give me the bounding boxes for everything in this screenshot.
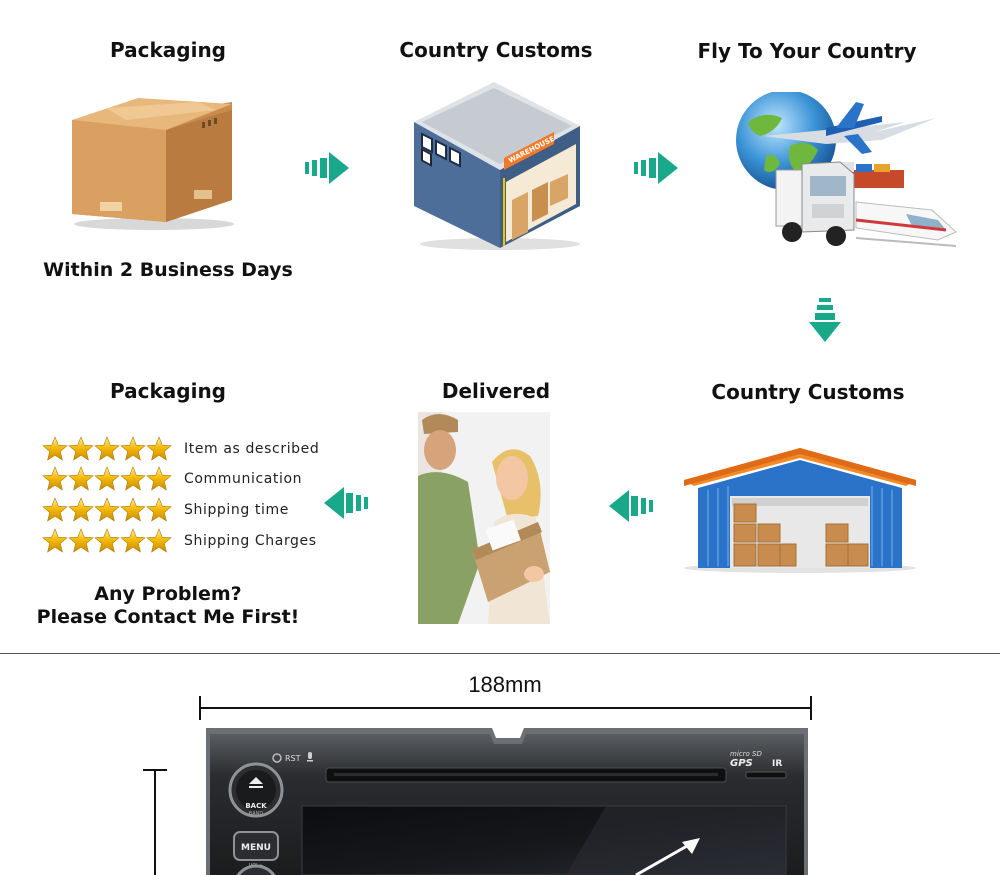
star-icon — [42, 466, 68, 491]
rating-label: Shipping Charges — [184, 533, 317, 549]
rating-label: Shipping time — [184, 502, 289, 518]
step-title-customs-origin: Country Customs — [399, 38, 593, 62]
menu-button-label: MENU — [241, 843, 271, 853]
contact-note-line2: Please Contact Me First! — [36, 606, 300, 628]
star-icon — [42, 528, 68, 553]
step-title-packaging: Packaging — [110, 38, 226, 62]
flow-arrow-down-icon — [809, 298, 841, 342]
back-button-label: BACK — [245, 802, 267, 810]
five-star-rating-icon — [42, 466, 174, 492]
rating-row: Shipping Charges — [42, 528, 317, 554]
star-icon — [68, 497, 94, 522]
section-divider — [0, 653, 1000, 654]
flow-arrow-right-icon — [305, 152, 349, 184]
star-icon — [94, 528, 120, 553]
microsd-slot-label: micro SD — [730, 750, 762, 758]
width-dimension-label: 188mm — [468, 672, 542, 697]
star-icon — [94, 436, 120, 461]
contact-note-line1: Any Problem? — [94, 583, 242, 605]
blue-warehouse-icon — [684, 448, 916, 573]
global-transport-icon — [736, 92, 957, 247]
star-icon — [42, 497, 68, 522]
courier-delivery-photo — [418, 412, 550, 624]
band-button-label: BAND — [249, 811, 264, 817]
five-star-rating-icon — [42, 436, 174, 462]
ir-sensor-label: IR — [772, 759, 782, 769]
cardboard-box-icon — [72, 98, 234, 230]
reset-button-label: RST — [285, 754, 301, 763]
star-icon — [146, 436, 172, 461]
step-title-feedback: Packaging — [110, 379, 226, 403]
star-icon — [94, 466, 120, 491]
rating-row: Item as described — [42, 436, 319, 462]
flow-arrow-right-icon — [634, 152, 678, 184]
five-star-rating-icon — [42, 528, 174, 554]
star-icon — [68, 528, 94, 553]
star-icon — [120, 528, 146, 553]
five-star-rating-icon — [42, 497, 174, 523]
star-icon — [120, 497, 146, 522]
rating-row: Communication — [42, 466, 302, 492]
warehouse-building-icon: WAREHOUSE — [414, 82, 580, 250]
star-icon — [120, 466, 146, 491]
star-icon — [42, 436, 68, 461]
flow-arrow-left-icon — [324, 487, 368, 519]
car-stereo-unit: RST micro SD GPS IR BACK BAND MENU VOL+ — [206, 728, 808, 875]
flow-arrow-left-icon — [609, 490, 653, 522]
step-title-delivered: Delivered — [441, 379, 551, 403]
step-title-customs-destination: Country Customs — [711, 380, 905, 404]
star-icon — [146, 466, 172, 491]
packaging-time-note: Within 2 Business Days — [43, 259, 293, 281]
height-dimension-line — [143, 769, 167, 875]
rating-label: Communication — [184, 471, 303, 487]
width-dimension-line — [199, 696, 812, 720]
gps-slot-label: GPS — [730, 758, 753, 769]
star-icon — [68, 466, 94, 491]
star-icon — [120, 436, 146, 461]
step-title-fly: Fly To Your Country — [697, 39, 917, 63]
rating-label: Item as described — [184, 441, 320, 457]
star-icon — [146, 528, 172, 553]
star-icon — [94, 497, 120, 522]
rating-row: Shipping time — [42, 497, 289, 523]
star-icon — [68, 436, 94, 461]
star-icon — [146, 497, 172, 522]
